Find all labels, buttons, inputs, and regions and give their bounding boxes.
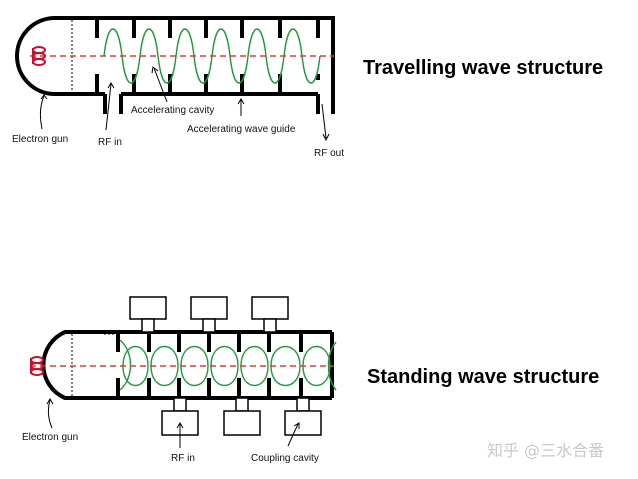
tw-electron-gun-arrow [39, 95, 45, 130]
tw-electron-gun-label: Electron gun [12, 134, 68, 145]
sw-bottom-cavity-2 [223, 410, 261, 436]
tw-gun-coil [32, 46, 46, 66]
sw-coupling-cavity-arrow [287, 423, 299, 447]
sw-top-cavity-1 [129, 296, 167, 320]
tw-rf-out-arrow [321, 103, 327, 139]
sw-rf-wave [119, 339, 337, 391]
sw-gun-coil [30, 356, 44, 376]
sw-rf-in-label: RF in [171, 453, 195, 464]
sw-electron-gun-label: Electron gun [22, 432, 78, 443]
tw-accelerating-wave-guide-label: Accelerating wave guide [187, 124, 296, 135]
sw-bottom-cavity-3 [284, 410, 322, 436]
tw-diaphragms [95, 18, 320, 94]
sw-label-arrows [46, 398, 300, 448]
tw-gun-housing [15, 16, 97, 96]
sw-diaphragms [116, 332, 303, 398]
travelling-wave-title: Travelling wave structure [363, 57, 603, 79]
tw-accelerating-cavity-label: Accelerating cavity [131, 105, 214, 116]
sw-bottom-coupling-cavities [161, 397, 322, 436]
standing-wave-title: Standing wave structure [367, 366, 599, 388]
tw-rf-out-label: RF out [314, 148, 344, 159]
tw-accelerating-cavity-arrow [153, 67, 168, 103]
watermark-text: 知乎 @三水合番 [487, 441, 604, 460]
tw-rf-in-label: RF in [98, 137, 122, 148]
travelling-wave-structure: Electron gun RF in Accelerating cavity A… [12, 16, 603, 159]
sw-gun-housing [41, 330, 118, 400]
standing-wave-structure: Electron gun RF in Coupling cavity Stand… [22, 296, 599, 464]
sw-top-cavity-3 [251, 296, 289, 320]
tw-label-arrows [39, 66, 330, 142]
tw-rf-in-arrow [105, 83, 112, 131]
sw-top-cavity-2 [190, 296, 228, 320]
sw-electron-gun-arrow [47, 399, 53, 429]
sw-coupling-cavity-label: Coupling cavity [251, 453, 319, 464]
sw-top-coupling-cavities [129, 296, 289, 333]
